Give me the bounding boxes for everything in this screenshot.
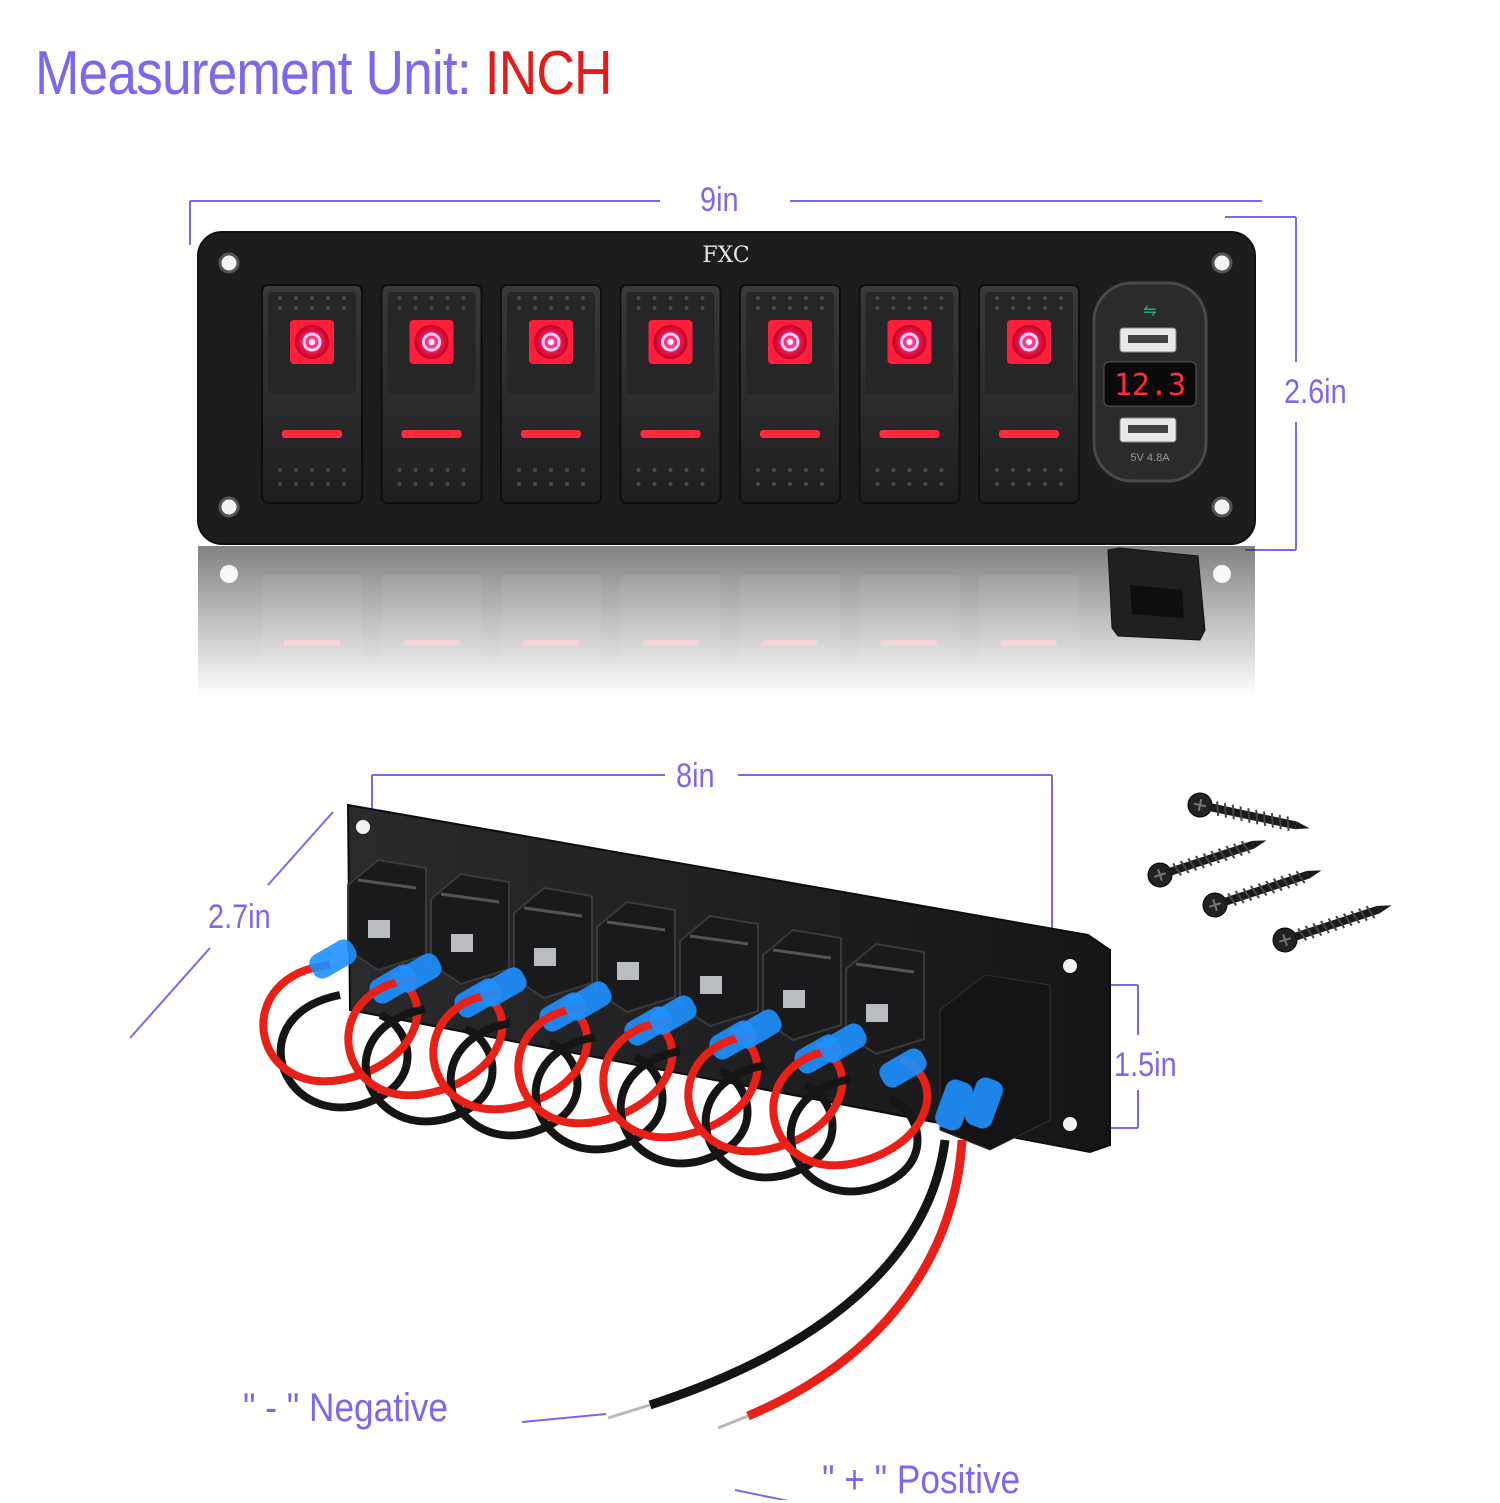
indicator-bar — [401, 430, 462, 438]
indicator-bar — [640, 430, 701, 438]
usb-rating: 5V 4.8A — [1130, 452, 1170, 464]
front-width-label: 9in — [700, 181, 739, 219]
voltmeter-display — [1103, 361, 1197, 407]
power-led-icon — [409, 320, 454, 364]
negative-lead — [607, 1139, 950, 1420]
rocker-switch — [500, 284, 602, 504]
indicator-bar — [760, 430, 820, 438]
title-unit: INCH — [484, 39, 613, 108]
screw-icon — [1187, 792, 1310, 832]
indicator-bar — [879, 430, 940, 438]
spade-terminal — [451, 934, 473, 952]
blue-connector — [394, 953, 442, 993]
mounting-holes — [218, 252, 1233, 518]
front-width-dimension — [189, 200, 1262, 245]
usb-voltmeter-module: ⇋ 12.3 5V 4.8A — [1092, 281, 1208, 483]
blue-connector — [935, 1079, 973, 1131]
wire-harness — [259, 939, 1003, 1196]
switch-housings — [347, 858, 925, 1056]
rocker-switch — [978, 284, 1080, 504]
front-height-label: 2.6in — [1284, 373, 1347, 411]
spade-terminal — [617, 962, 639, 980]
blue-connector — [649, 995, 697, 1035]
indicator-bar — [999, 430, 1059, 438]
blue-connector — [965, 1077, 1003, 1129]
rocker-switch — [261, 284, 363, 504]
voltmeter-reading: 12.3 — [1114, 368, 1186, 403]
spade-terminal — [783, 990, 805, 1008]
panel-reflection — [198, 546, 1255, 696]
negative-wire-label: " - " Negative — [243, 1386, 448, 1430]
blue-connector — [309, 939, 357, 979]
switch-housing — [347, 858, 427, 972]
back-height-label: 1.5in — [1114, 1046, 1177, 1084]
rocker-switch — [380, 284, 483, 504]
indicator-bar — [282, 430, 342, 438]
rocker-switch — [858, 284, 961, 504]
positive-lead — [717, 1139, 967, 1430]
spade-terminal — [866, 1004, 888, 1022]
blue-connector — [734, 1009, 782, 1049]
rocker-switch — [619, 284, 722, 504]
usb-rubber-cap — [1107, 547, 1206, 641]
back-length-label: 8in — [676, 757, 715, 795]
indicator-bar — [521, 430, 581, 438]
rocker-switch — [739, 284, 841, 504]
screw-icon — [1272, 905, 1392, 953]
power-led-icon — [887, 320, 932, 364]
power-led-icon — [529, 320, 573, 364]
rocker-switch-row — [261, 284, 1080, 504]
back-hole — [356, 820, 370, 834]
title-prefix: Measurement Unit: — [35, 39, 485, 108]
power-led-icon — [290, 320, 334, 364]
switch-housing — [430, 872, 510, 986]
power-led-icon — [648, 320, 693, 364]
front-switch-panel: FXC ⇋ 12.3 5V 4.8A — [197, 231, 1256, 545]
lead-pointer-lines — [521, 1413, 789, 1500]
blue-connector — [479, 967, 527, 1007]
spade-terminal — [700, 976, 722, 994]
switch-housing — [679, 914, 759, 1028]
blue-connector — [564, 981, 612, 1021]
screw-icon — [1147, 840, 1267, 888]
back-depth-label: 2.7in — [208, 898, 271, 936]
mounting-screws — [1147, 792, 1392, 953]
usb-icon: ⇋ — [1143, 303, 1156, 320]
back-depth-dimension — [129, 811, 334, 1039]
screw-icon — [1202, 870, 1322, 918]
front-height-dimension — [1225, 216, 1297, 551]
blue-connector — [819, 1023, 867, 1063]
power-led-icon — [768, 320, 812, 364]
power-led-icon — [1007, 320, 1051, 364]
page-title: Measurement Unit: INCH — [35, 38, 613, 109]
positive-wire-label: " + " Positive — [822, 1458, 1021, 1502]
switch-housing — [762, 928, 842, 1042]
blue-connector — [879, 1048, 927, 1088]
spade-terminal — [534, 948, 556, 966]
fxc-logo: FXC — [702, 243, 749, 268]
spade-terminal — [368, 920, 390, 938]
